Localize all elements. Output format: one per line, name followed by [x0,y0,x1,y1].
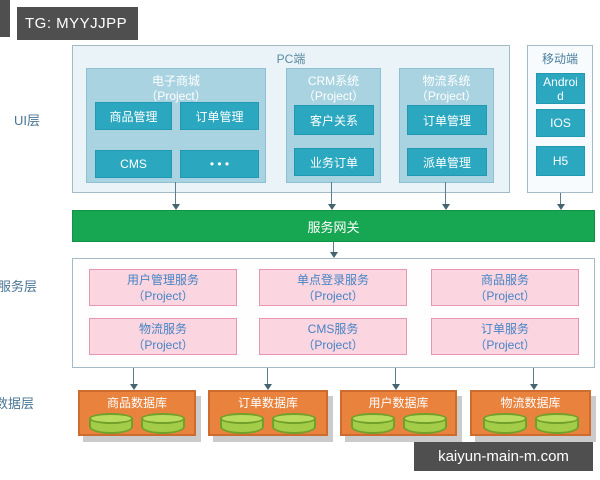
service-name: 单点登录服务 [296,273,369,287]
module-button: 订单管理 [180,102,259,130]
database-icon [89,413,133,434]
service-name: 用户管理服务 [126,273,199,287]
service-box: 单点登录服务 （Project） [259,269,407,306]
database-icons [342,413,455,434]
database-icon [482,413,527,434]
service-subtitle: （Project） [132,338,194,352]
pc-container: PC端 电子商城 （Project） 商品管理 订单管理 CMS • • • C… [72,45,510,193]
system-subtitle: （Project） [145,89,207,103]
service-subtitle: （Project） [132,289,194,303]
service-name: CMS服务 [307,322,359,336]
service-layer-container: 用户管理服务 （Project） 单点登录服务 （Project） 商品服务 （… [72,258,595,368]
database-name: 订单数据库 [237,396,298,410]
service-box: 用户管理服务 （Project） [89,269,237,306]
system-header: 电子商城 （Project） [87,69,265,104]
service-layer-label: 服务层 [0,279,38,294]
connector-arrow [533,368,534,385]
service-box: 订单服务 （Project） [431,318,579,355]
database-name: 物流数据库 [500,396,561,410]
module-button-h5: H5 [536,146,585,176]
system-name: CRM系统 [307,74,360,88]
connector-arrow [267,368,268,385]
database-box: 用户数据库 [340,390,457,436]
database-name: 商品数据库 [106,396,167,410]
database-icon [141,413,185,434]
database-box: 商品数据库 [78,390,196,436]
service-subtitle: （Project） [302,289,364,303]
database-icons [472,413,589,434]
module-button-ios: IOS [536,109,585,137]
pc-title: PC端 [276,52,306,66]
database-icons [210,413,326,434]
database-icon [402,413,447,434]
service-subtitle: （Project） [302,338,364,352]
tg-watermark: TG: MYYJJPP [17,7,138,40]
system-ecommerce: 电子商城 （Project） 商品管理 订单管理 CMS • • • [86,68,266,183]
database-icon [534,413,579,434]
connector-arrow [333,242,334,253]
database-box: 订单数据库 [208,390,328,436]
module-button: CMS [95,150,172,178]
system-logistics: 物流系统 （Project） 订单管理 派单管理 [399,68,494,183]
module-button: 派单管理 [407,148,487,176]
service-box: CMS服务 （Project） [259,318,407,355]
watermark-corner-strip [0,0,10,37]
system-name: 电子商城 [151,74,200,88]
module-button: 客户关系 [294,105,374,135]
connector-arrow [331,182,332,205]
module-button-android: Android [536,73,585,104]
module-button: 业务订单 [294,148,374,176]
service-subtitle: （Project） [474,338,536,352]
system-name: 物流系统 [422,74,471,88]
service-box: 商品服务 （Project） [431,269,579,306]
module-button: • • • [180,150,259,178]
service-name: 订单服务 [480,322,529,336]
connector-arrow [133,368,134,385]
database-icon [220,413,264,434]
data-layer-label: 数据层 [0,396,35,411]
mobile-title: 移动端 [541,52,578,66]
site-watermark: kaiyun-main-m.com [414,442,593,471]
system-subtitle: （Project） [302,89,365,103]
module-button: 商品管理 [95,102,172,130]
module-button: 订单管理 [407,105,487,135]
connector-arrow [175,182,176,205]
system-header: 物流系统 （Project） [400,69,493,104]
system-crm: CRM系统 （Project） 客户关系 业务订单 [286,68,381,183]
connector-arrow [445,182,446,205]
ui-layer-label: UI层 [14,113,41,128]
service-box: 物流服务 （Project） [89,318,237,355]
service-name: 商品服务 [480,273,529,287]
mobile-container: 移动端 Android IOS H5 [527,45,593,193]
service-gateway-bar: 服务网关 [72,210,595,242]
database-icons [80,413,194,434]
service-subtitle: （Project） [474,289,536,303]
service-name: 物流服务 [138,322,187,336]
connector-arrow [560,193,561,205]
database-icon [350,413,395,434]
database-box: 物流数据库 [470,390,591,436]
database-name: 用户数据库 [368,396,429,410]
system-header: CRM系统 （Project） [287,69,380,104]
connector-arrow [395,368,396,385]
database-icon [272,413,316,434]
system-subtitle: （Project） [415,89,478,103]
